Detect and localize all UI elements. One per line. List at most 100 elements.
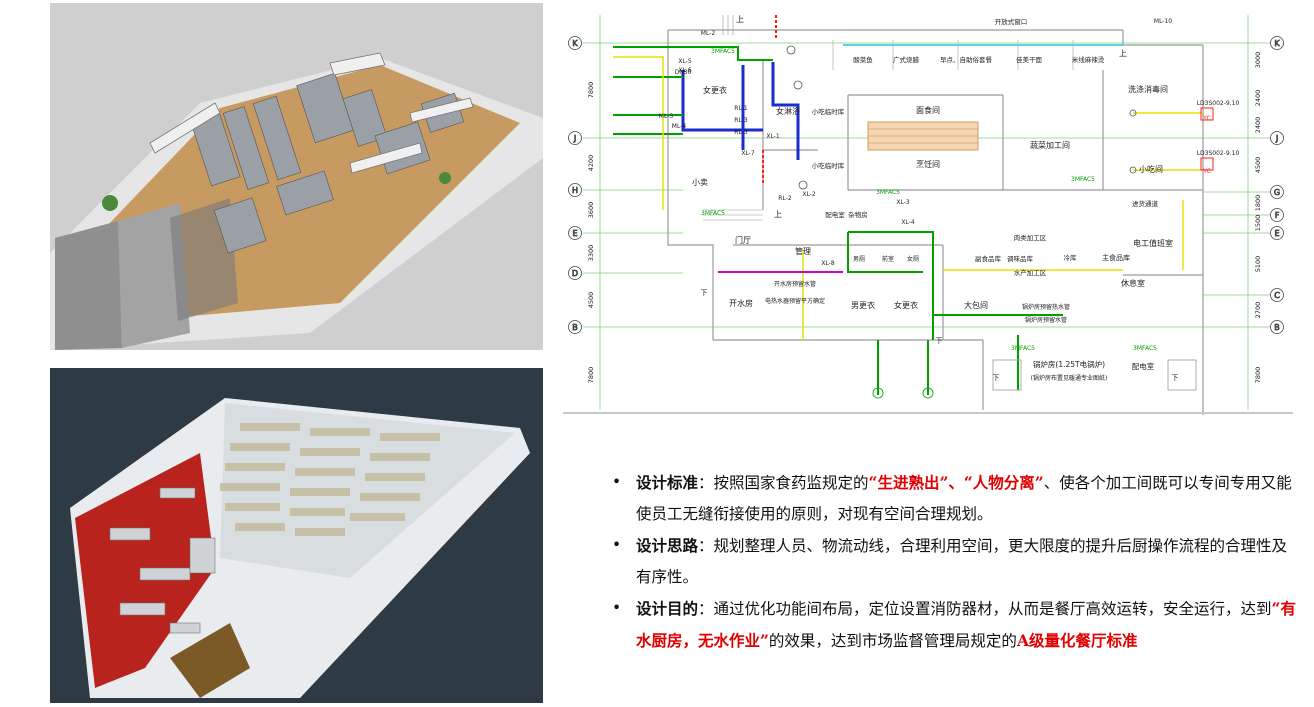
pipe-tag: LD3S002-9.10 [1197,150,1240,157]
room-label: 锅炉房预留水管 [1025,316,1067,324]
room-label: 上 [774,210,782,219]
axis-label: B [572,323,578,332]
pipe-tag: ML-3 [659,113,674,120]
room-label: 上 [736,15,744,24]
room-label: 女更衣 [894,300,918,310]
dimension-label: 3300 [587,245,595,262]
room-label: 杂物房 [848,210,868,219]
axis-bubble [568,183,582,197]
room-label: 男更衣 [851,300,875,310]
bullet-text: 按照国家食药监规定的 [713,474,869,492]
pipe-tag: YC [1202,168,1211,175]
room-label: 调味品库 [1007,254,1034,263]
room-label: 休息室 [1121,278,1145,288]
room-label: 酸菜鱼 [853,55,873,64]
dimension-label: 4200 [587,155,595,172]
room-label: 女厕 [907,255,919,263]
dimension-label: 3600 [587,202,595,219]
room-label: 冷库 [1064,253,1078,262]
bullet-text: 、使各个加工间既可以专间专用又能使员工无缝衔接使用的原则，对现有空间合理规划。 [636,474,1292,523]
axis-bubble [568,226,582,240]
pipe-tag: RL-3 [734,117,748,124]
pipe-tag: DN50 [675,69,692,76]
bullet-label: 设计思路 [636,536,699,555]
room-label: 早点、自助俗套餐 [940,55,993,64]
room-label: 小卖 [692,178,708,187]
bullet-highlight: “生进熟出”、“人物分离” [868,473,1044,492]
axis-label: E [572,229,577,238]
bullet-highlight: “有水厨房，无水作业” [636,599,1296,650]
bullet-text: 规划整理人员、物流动线，合理利用空间，更大限度的提升后厨操作流程的合理性及有序性… [636,537,1288,586]
pipe-tag: ML-2 [701,30,716,37]
room-label: 锅炉房(1.25T电锅炉) [1033,359,1105,369]
bullet-design-standard: • 设计标准：按照国家食药监规定的“生进熟出”、“人物分离”、使各个加工间既可以… [612,467,1302,530]
room-label: 小吃临时库 [812,161,845,170]
pipe-tag: RL-5 [734,129,748,136]
pipe-tag: XL-2 [802,191,816,198]
bullet-separator: ： [698,600,714,618]
axis-label: F [1275,211,1280,220]
axis-bubble [1270,226,1284,240]
dimension-label: 7800 [587,82,595,99]
pipe-tag: ML-10 [1154,18,1172,25]
axis-bubble [1270,36,1284,50]
bullet-separator: ： [698,537,714,555]
room-label: 开放式窗口 [995,17,1028,26]
bullet-label: 设计目的 [636,599,699,618]
pipe-tag: RL-2 [778,195,792,202]
room-label: 女淋浴 [776,106,800,116]
pipe-tag: 3MFAC5 [1011,345,1035,352]
room-label: 配电室 [825,210,845,219]
room-label: 开水房预留水管 [774,280,816,288]
bullet-design-goal: • 设计目的：通过优化功能间布局，定位设置消防器材，从而是餐厅高效运转，安全运行… [612,593,1302,657]
dimension-label: 1500 [1254,215,1262,232]
room-label: 电工值班室 [1133,238,1173,248]
bullet-text: 通过优化功能间布局，定位设置消防器材，从而是餐厅高效运转，安全运行，达到 [713,600,1272,618]
axis-bubble [1270,320,1284,334]
bullet-highlight: A级量化餐厅标准 [1016,631,1138,650]
pipe-tag: XL-3 [896,199,910,206]
bullet-dot: • [612,599,622,617]
dining-3d-model [70,398,530,698]
axis-label: K [572,39,578,48]
room-label: 佳美干面 [1016,55,1043,64]
axis-label: J [1275,134,1278,143]
room-label: 小吃临时库 [812,107,845,116]
axis-bubble [1270,131,1284,145]
bullet-label: 设计标准 [636,473,699,492]
room-label: 前室 [882,255,894,263]
room-label: 下 [701,289,708,297]
pipe-tag: 3MFAC5 [711,48,735,55]
dimension-label: 2700 [1254,302,1262,319]
dimension-label: 7800 [1254,367,1262,384]
bullet-design-idea: • 设计思路：规划整理人员、物流动线，合理利用空间，更大限度的提升后厨操作流程的… [612,530,1302,593]
dimension-label: 4500 [587,292,595,309]
dining-render-bottom [50,368,543,703]
axis-label: K [1274,39,1280,48]
room-label: 主食品库 [1102,253,1130,262]
dimension-label: 1800 [1254,195,1262,212]
room-label: 下 [1172,374,1179,382]
kitchen-3d-model [50,52,543,350]
room-label: 蔬菜加工间 [1030,140,1070,150]
room-label: 大包间 [964,300,988,310]
room-label: 下 [936,337,943,345]
room-label: 男厕 [853,256,865,263]
pipe-tag: RL-1 [734,105,748,112]
bullet-text: 的效果，达到市场监督管理局规定的 [768,632,1017,650]
room-label: 广式烧腊 [893,55,920,64]
axis-bubble [568,131,582,145]
room-label: 面食间 [916,105,940,115]
axis-label: D [572,269,578,278]
bullet-dot: • [612,536,622,554]
axis-label: C [1274,291,1280,300]
room-label: 女更衣 [703,85,727,95]
axis-bubble [568,320,582,334]
axis-label: G [1274,188,1280,197]
room-label: 水产加工区 [1014,268,1047,277]
pipe-tag: XL-7 [741,150,755,157]
pipe-tag: XL-5 [678,58,692,65]
room-label: 电热水器预留平方确定 [765,297,825,305]
pipe-tag: 3MFAC5 [1133,345,1157,352]
